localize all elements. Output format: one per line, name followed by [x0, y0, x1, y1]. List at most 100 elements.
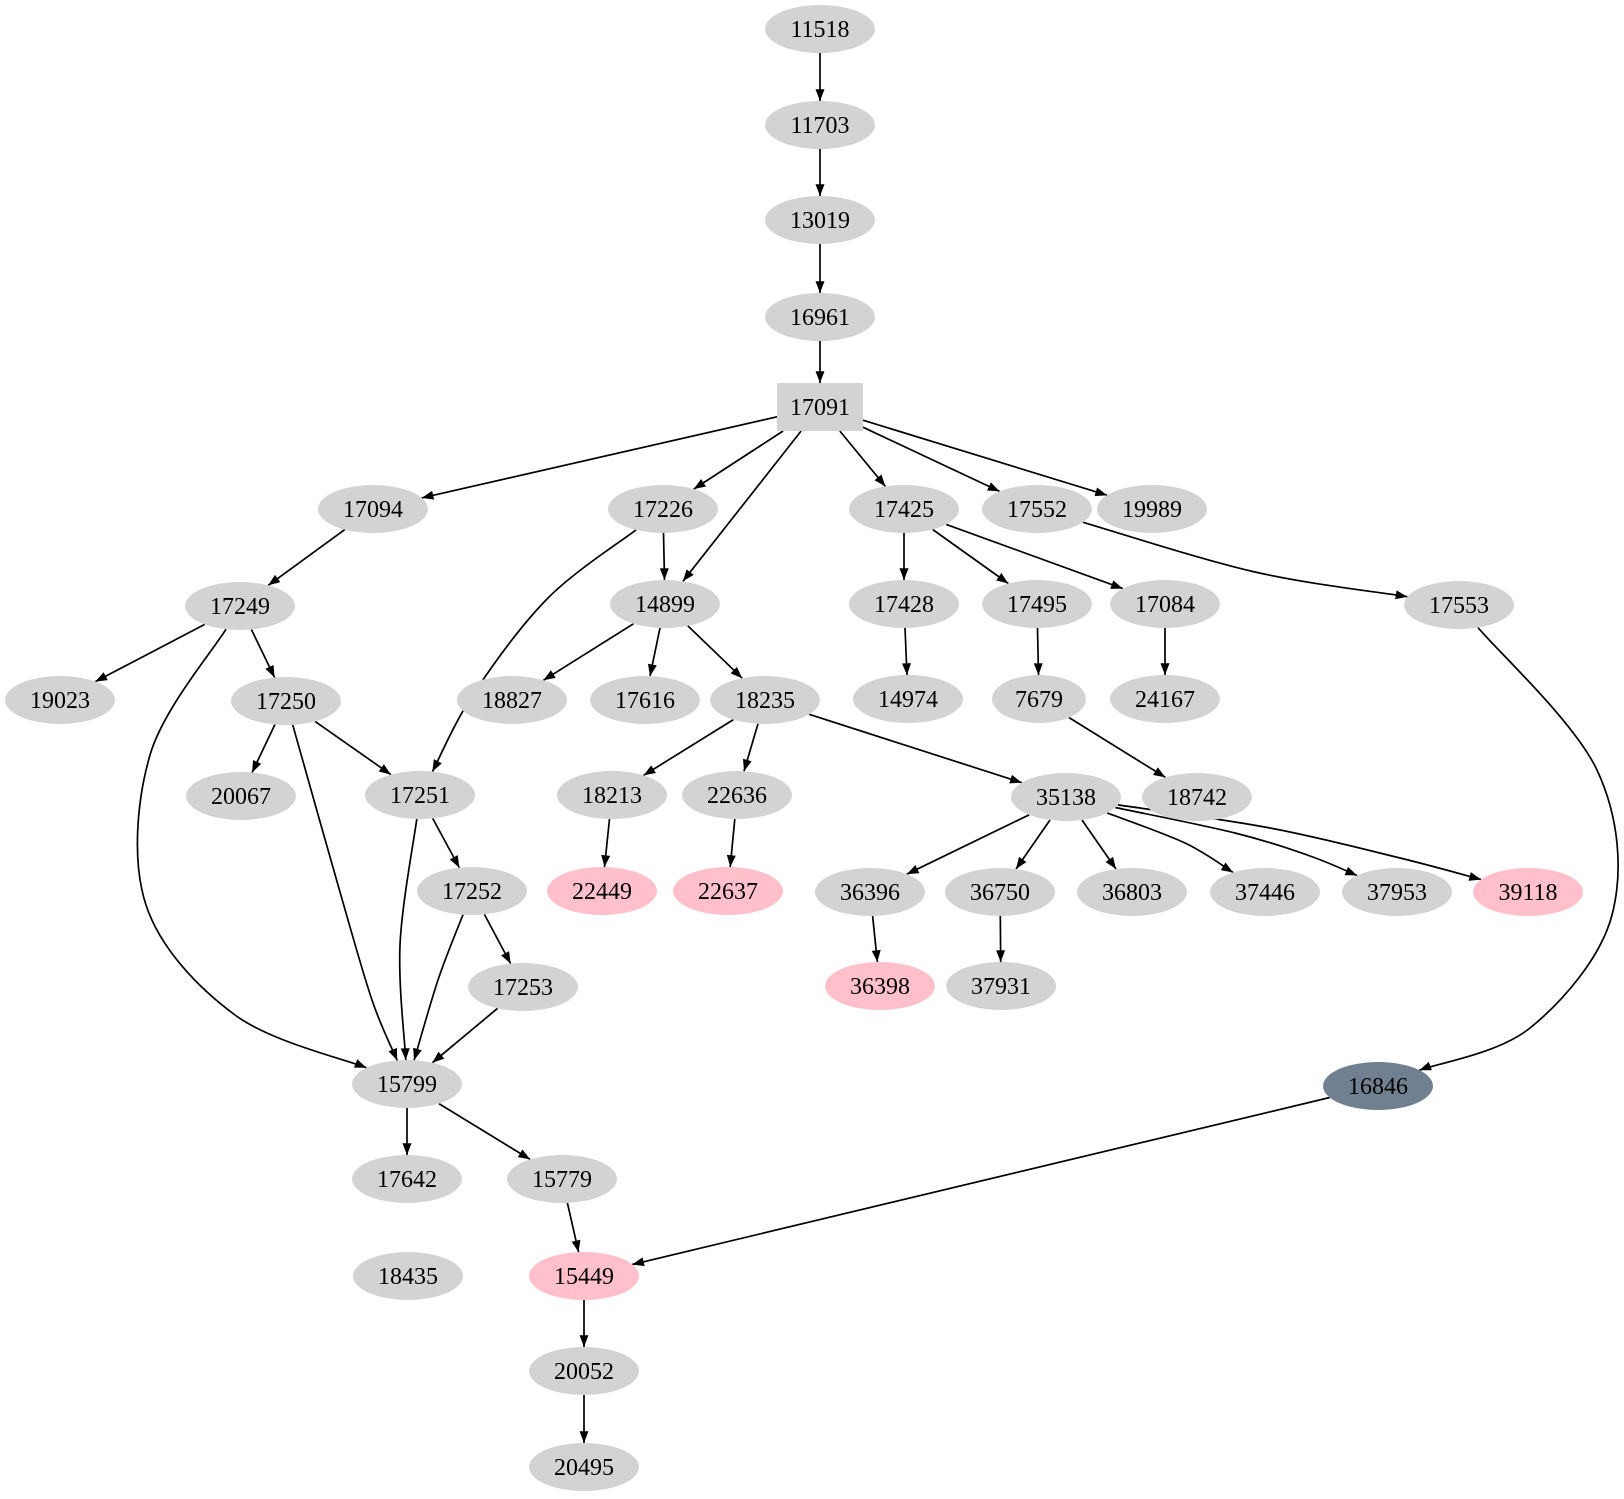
node-17428-label: 17428	[874, 592, 934, 618]
node-17252-shape	[417, 867, 527, 915]
node-17616-shape	[590, 676, 700, 724]
edge-17425-17495	[932, 528, 1009, 585]
edge-35138-37953	[1115, 806, 1358, 877]
edge-17252-17253	[483, 914, 512, 964]
node-36803: 36803	[1077, 868, 1187, 916]
edge-17249-15799	[136, 628, 367, 1069]
node-17091: 17091	[777, 383, 863, 431]
edge-35138-36803	[1081, 819, 1117, 870]
node-15449: 15449	[529, 1252, 639, 1300]
edge-17251-17252	[431, 817, 461, 869]
node-24167: 24167	[1110, 675, 1220, 723]
node-17552-shape	[982, 485, 1092, 533]
node-17249: 17249	[185, 582, 295, 630]
node-36750-label: 36750	[970, 880, 1030, 906]
node-37931-shape	[946, 962, 1056, 1010]
node-17425-shape	[849, 485, 959, 533]
edge-14899-18827	[542, 622, 635, 682]
node-17094-label: 17094	[343, 497, 403, 523]
node-20495-label: 20495	[554, 1455, 614, 1481]
node-16961-shape	[765, 293, 875, 341]
node-36396: 36396	[815, 868, 925, 916]
edge-15779-15449	[566, 1202, 581, 1253]
node-17553-shape	[1404, 581, 1514, 629]
node-18435-label: 18435	[378, 1264, 438, 1290]
node-19989-shape	[1097, 485, 1207, 533]
node-17253-shape	[468, 963, 578, 1011]
edge-35138-36396	[906, 814, 1030, 875]
node-20495: 20495	[529, 1443, 639, 1491]
node-18435: 18435	[353, 1252, 463, 1300]
node-15449-shape	[529, 1252, 639, 1300]
node-17425: 17425	[849, 485, 959, 533]
node-17091-shape	[777, 383, 863, 431]
node-14974: 14974	[853, 675, 963, 723]
node-17642: 17642	[352, 1155, 462, 1203]
node-17642-shape	[352, 1155, 462, 1203]
node-19023: 19023	[5, 676, 115, 724]
edge-15799-15779	[438, 1102, 531, 1161]
node-7679-shape	[992, 675, 1086, 723]
edge-17250-20067	[251, 724, 276, 773]
node-39118: 39118	[1473, 868, 1583, 916]
edge-17091-17552	[862, 426, 1000, 493]
node-16846-shape	[1323, 1062, 1433, 1110]
node-17252-label: 17252	[442, 879, 502, 905]
node-17428: 17428	[849, 580, 959, 628]
node-24167-label: 24167	[1135, 687, 1195, 713]
edge-17253-15799	[431, 1007, 499, 1064]
edge-18235-22636	[742, 723, 759, 772]
edge-17091-19989	[862, 419, 1108, 497]
node-22636: 22636	[682, 771, 792, 819]
edge-17091-17226	[693, 430, 784, 490]
node-17253: 17253	[468, 963, 578, 1011]
edge-16846-15449	[632, 1096, 1330, 1267]
node-17250: 17250	[231, 677, 341, 725]
node-17084: 17084	[1110, 580, 1220, 628]
node-17251: 17251	[365, 771, 475, 819]
node-17251-shape	[365, 771, 475, 819]
edge-17249-17250	[250, 629, 276, 678]
edge-22636-22637	[726, 818, 736, 868]
node-18435-shape	[353, 1252, 463, 1300]
node-18742-label: 18742	[1167, 785, 1227, 811]
node-17553-label: 17553	[1429, 593, 1489, 619]
node-15799-shape	[352, 1060, 462, 1108]
node-17642-label: 17642	[377, 1167, 437, 1193]
node-22449-shape	[547, 867, 657, 915]
node-17428-shape	[849, 580, 959, 628]
node-22636-shape	[682, 771, 792, 819]
node-37953-shape	[1342, 868, 1452, 916]
node-22637: 22637	[673, 867, 783, 915]
node-36398: 36398	[825, 962, 935, 1010]
edge-17495-7679	[1033, 627, 1043, 676]
edges-layer	[94, 53, 1619, 1443]
node-20067: 20067	[186, 772, 296, 820]
node-15799-label: 15799	[377, 1072, 437, 1098]
node-37953-label: 37953	[1367, 880, 1427, 906]
node-18213-shape	[557, 771, 667, 819]
node-17249-label: 17249	[210, 594, 270, 620]
node-17252: 17252	[417, 867, 527, 915]
node-17226-shape	[608, 485, 718, 533]
node-22449: 22449	[547, 867, 657, 915]
node-17495: 17495	[982, 580, 1092, 628]
node-7679-label: 7679	[1015, 687, 1063, 713]
edge-17553-16846	[1419, 626, 1619, 1071]
node-16961: 16961	[765, 293, 875, 341]
node-16846-label: 16846	[1348, 1074, 1408, 1100]
node-14899-shape	[610, 580, 720, 628]
node-20067-shape	[186, 772, 296, 820]
node-15799: 15799	[352, 1060, 462, 1108]
node-20495-shape	[529, 1443, 639, 1491]
node-36803-shape	[1077, 868, 1187, 916]
edge-18235-35138	[808, 713, 1023, 784]
node-36396-shape	[815, 868, 925, 916]
node-11703-label: 11703	[790, 113, 849, 139]
edge-36396-36398	[871, 915, 881, 963]
node-35138: 35138	[1011, 773, 1121, 821]
node-22637-shape	[673, 867, 783, 915]
